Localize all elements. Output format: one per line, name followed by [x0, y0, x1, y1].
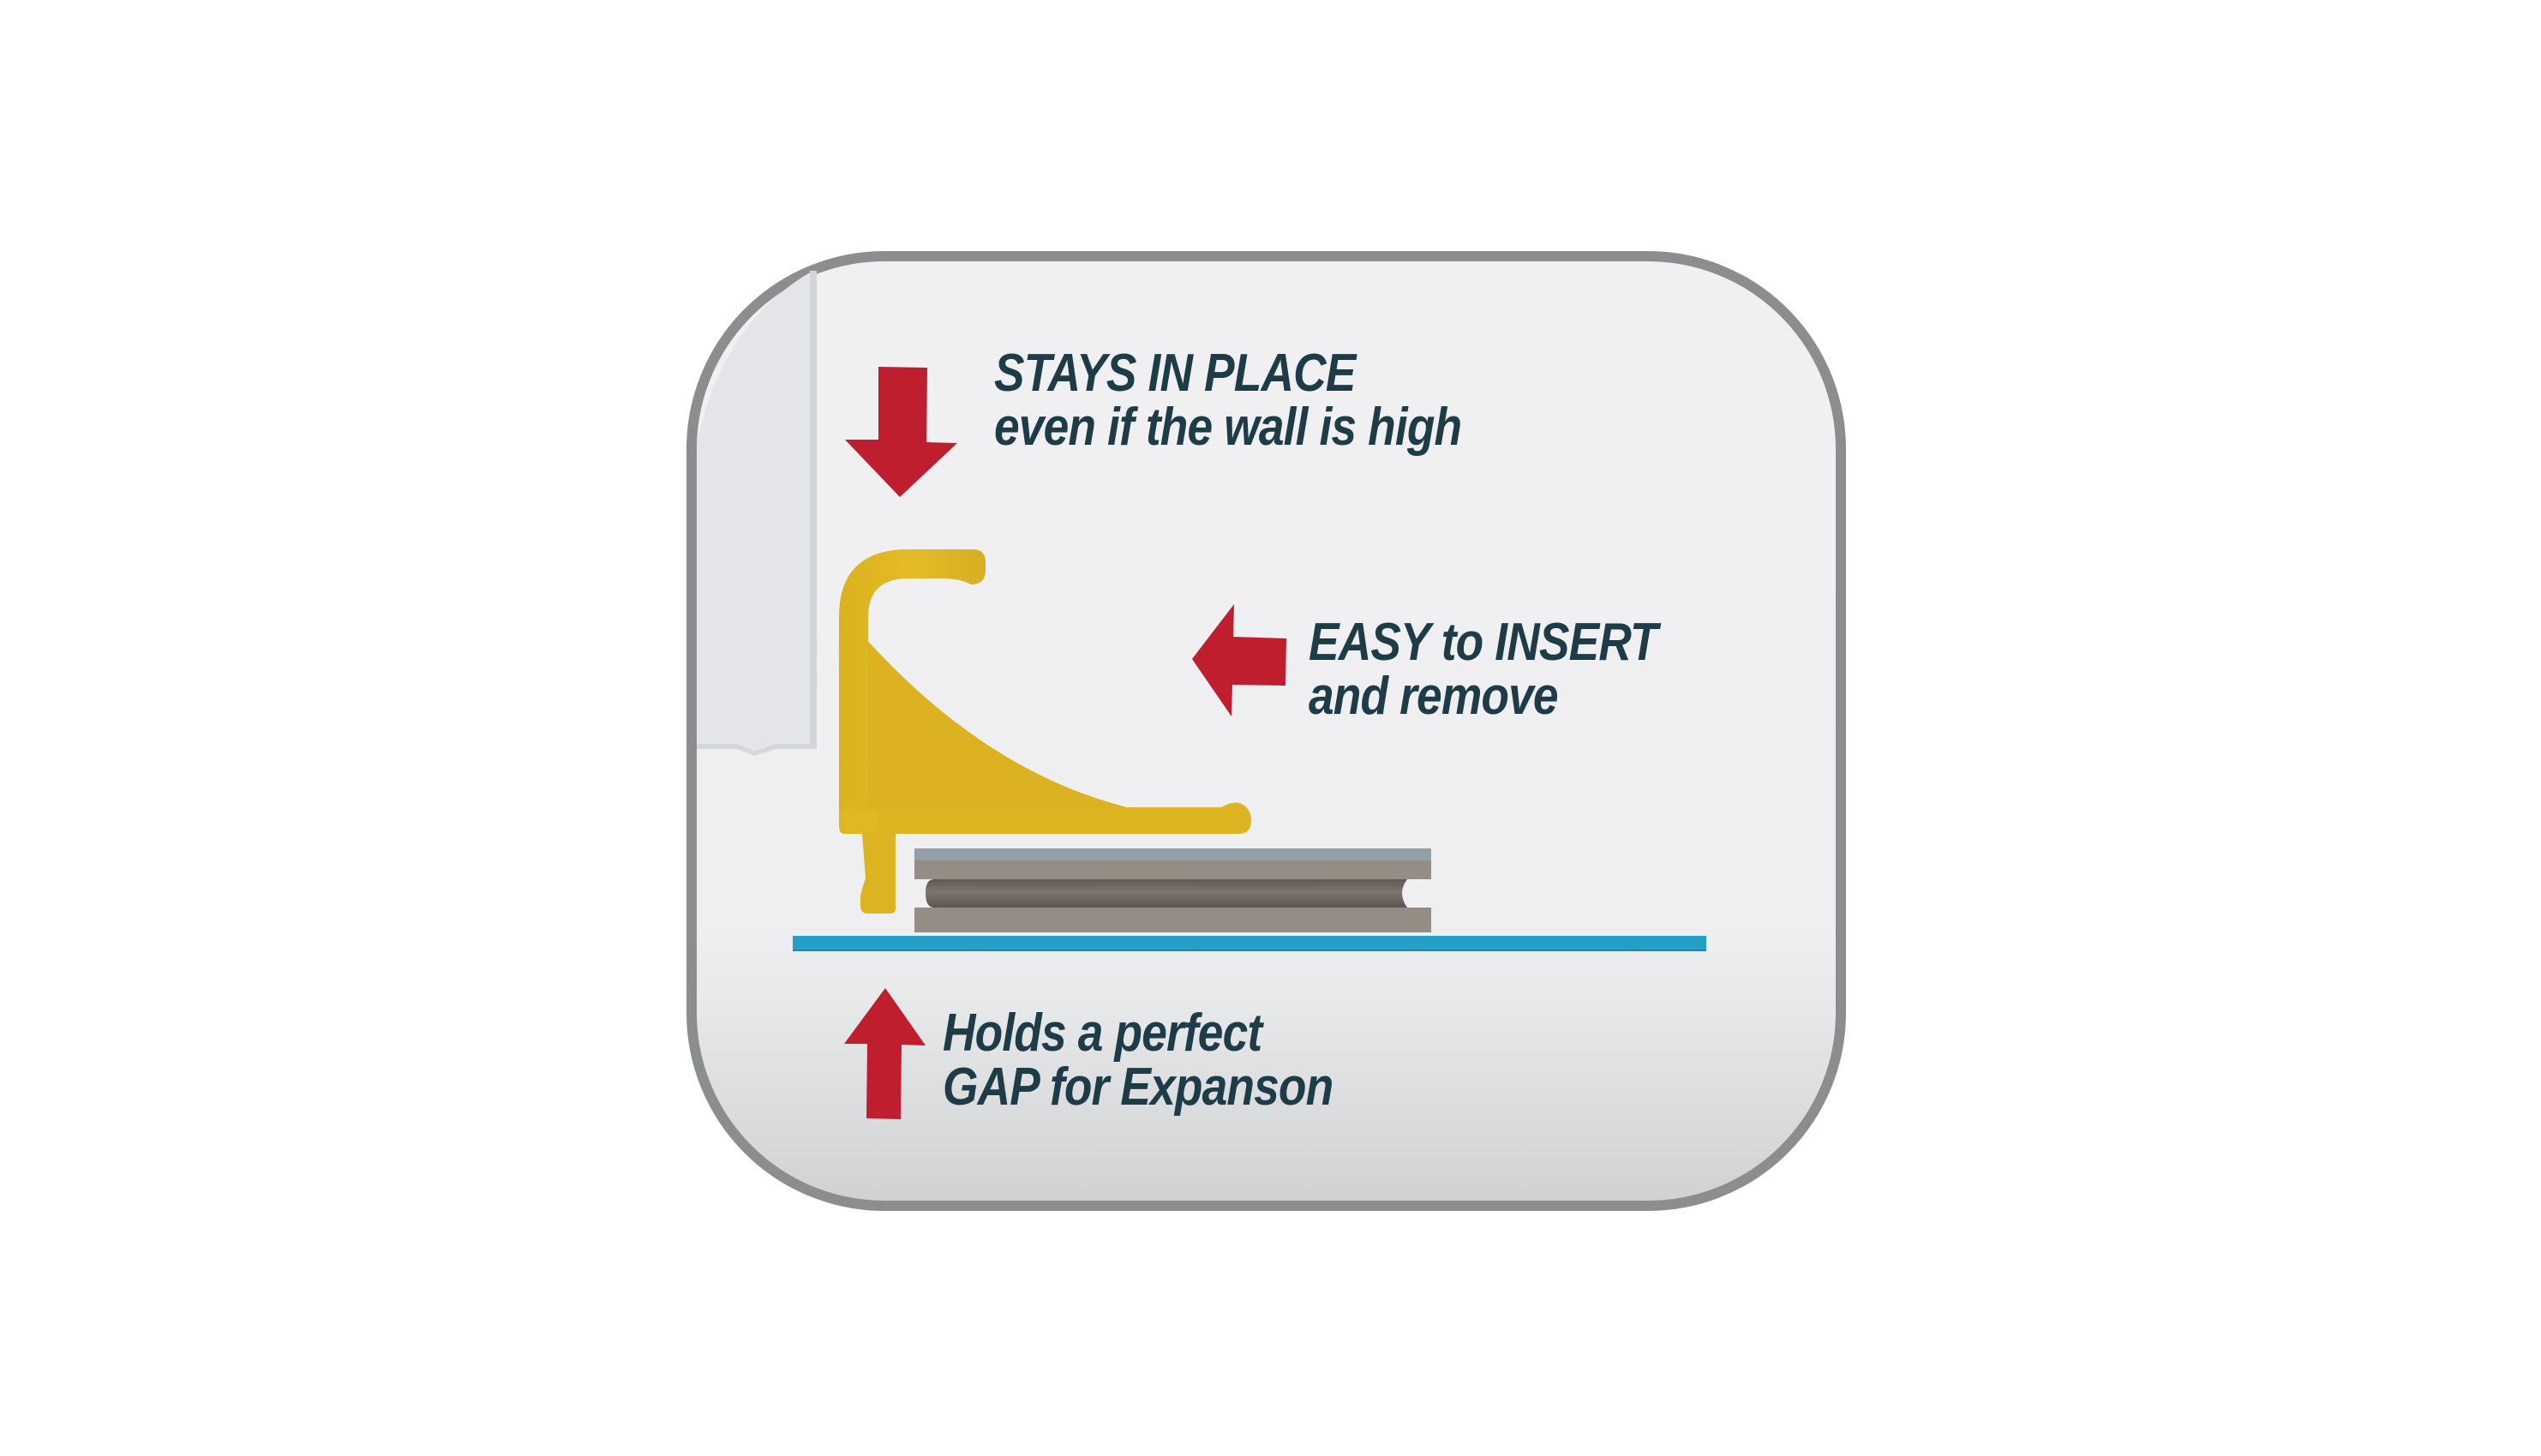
wall-panel — [697, 271, 817, 756]
flooring-stack-illustration — [914, 848, 1431, 932]
callout-easy-insert: EASY to INSERT and remove — [1309, 613, 1658, 726]
callout-gap-title: Holds a perfect — [943, 1004, 1262, 1063]
callout-expansion-gap: Holds a perfect GAP for Expanson — [943, 1006, 1333, 1114]
callout-stays-subtitle: even if the wall is high — [994, 398, 1462, 457]
callout-stays-in-place: STAYS IN PLACE even if the wall is high — [994, 344, 1462, 457]
spacer-bracket-illustration — [839, 549, 1251, 914]
arrow-left-icon — [1192, 604, 1286, 716]
callout-gap-subtitle: GAP for Expanson — [943, 1058, 1333, 1117]
card-frame — [686, 251, 1846, 1211]
callout-easy-title: EASY to INSERT — [1309, 613, 1658, 672]
arrow-up-icon — [844, 988, 926, 1119]
arrow-down-icon — [845, 367, 957, 497]
callout-stays-title: STAYS IN PLACE — [994, 344, 1356, 403]
floor-line — [793, 936, 1706, 951]
callout-easy-subtitle: and remove — [1309, 667, 1559, 726]
